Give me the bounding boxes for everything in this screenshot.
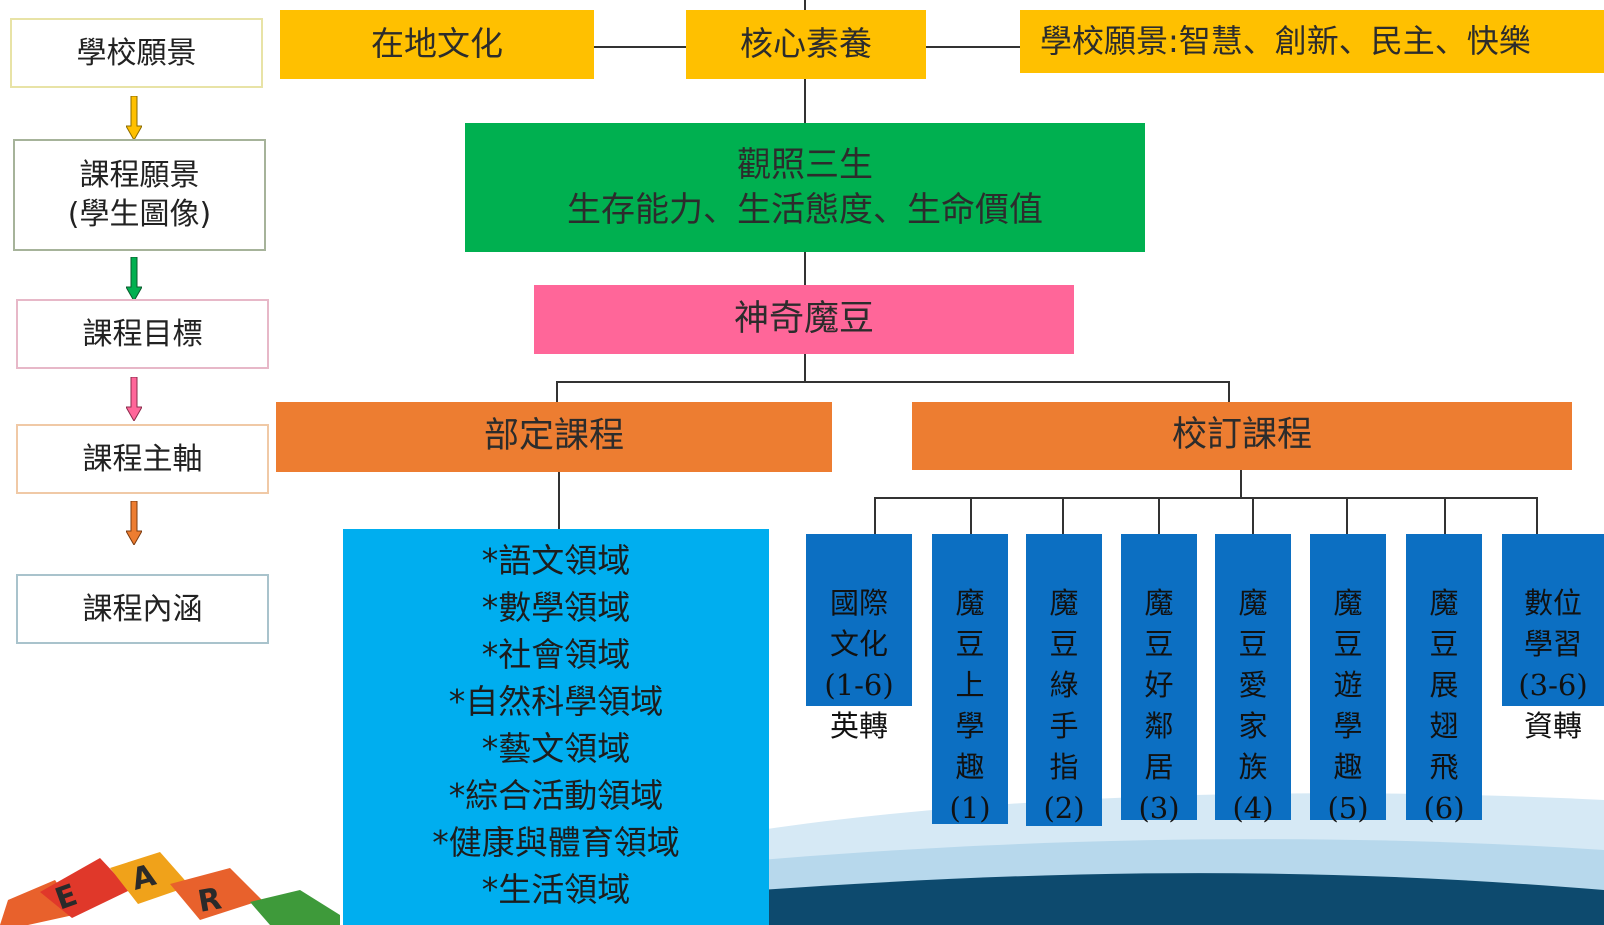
- connector-line: [874, 497, 1538, 499]
- course-label: 魔 豆 愛 家 族 (4): [1232, 586, 1274, 825]
- domain-item: *藝文領域: [481, 729, 631, 768]
- step-course-vision: 課程願景 (學生圖像): [13, 139, 266, 251]
- connector-line: [1062, 497, 1064, 534]
- connector-line: [1252, 497, 1254, 534]
- connector-line: [1536, 497, 1538, 534]
- course-label: 數位 學習 (3-6) 資轉: [1518, 586, 1588, 743]
- domain-item: *生活領域: [481, 870, 631, 909]
- connector-line: [1158, 497, 1160, 534]
- domain-item: *自然科學領域: [448, 682, 664, 721]
- three-lives-box: 觀照三生 生存能力、生活態度、生命價值: [465, 123, 1145, 252]
- core-competency-box: 核心素養: [686, 10, 926, 79]
- arrow-down-icon: [126, 501, 142, 545]
- connector-line: [594, 46, 686, 48]
- connector-line: [804, 252, 806, 285]
- domain-item: *數學領域: [481, 588, 631, 627]
- arrow-down-icon: [126, 377, 142, 421]
- course-label: 魔 豆 上 學 趣 (1): [949, 586, 991, 825]
- connector-line: [804, 0, 806, 12]
- connector-line: [558, 472, 560, 530]
- domain-item: *語文領域: [481, 541, 631, 580]
- learning-domains-box: *語文領域 *數學領域 *社會領域 *自然科學領域 *藝文領域 *綜合活動領域 …: [343, 529, 769, 925]
- step-school-vision: 學校願景: [10, 18, 263, 88]
- school-vision-label: 學校願景:智慧、創新、民主、快樂: [1040, 21, 1531, 60]
- step-label: 課程目標: [82, 316, 203, 352]
- connector-line: [874, 497, 876, 534]
- course-bean-good-neighbor: 魔 豆 好 鄰 居 (3): [1121, 534, 1197, 825]
- school-vision-box: 學校願景:智慧、創新、民主、快樂: [1020, 10, 1604, 73]
- connector-line: [804, 78, 806, 123]
- course-digital-learning: 數位 學習 (3-6) 資轉: [1502, 534, 1604, 743]
- course-bean-school-fun: 魔 豆 上 學 趣 (1): [932, 534, 1008, 825]
- step-label: 學校願景: [76, 35, 197, 71]
- three-lives-values: 生存能力、生活態度、生命價值: [567, 189, 1043, 230]
- core-competency-label: 核心素養: [740, 24, 872, 64]
- course-label: 魔 豆 遊 學 趣 (5): [1327, 586, 1369, 825]
- course-bean-green-thumb: 魔 豆 綠 手 指 (2): [1026, 534, 1102, 826]
- connector-line: [970, 497, 972, 534]
- connector-line: [556, 381, 558, 402]
- course-label: 魔 豆 好 鄰 居 (3): [1138, 586, 1180, 825]
- local-culture-box: 在地文化: [280, 10, 594, 79]
- school-courses-box: 校訂課程: [912, 402, 1572, 470]
- step-course-goals: 課程目標: [16, 299, 269, 369]
- three-lives-title: 觀照三生: [737, 144, 873, 185]
- wave-decoration: [760, 793, 1604, 925]
- domain-item: *健康與體育領域: [432, 823, 680, 862]
- magic-bean-box: 神奇魔豆: [534, 285, 1074, 354]
- required-courses-label: 部定課程: [483, 416, 624, 457]
- step-course-axis: 課程主軸: [16, 424, 269, 494]
- connector-line: [804, 354, 806, 382]
- connector-line: [1346, 497, 1348, 534]
- domain-item: *綜合活動領域: [448, 776, 664, 815]
- required-courses-box: 部定課程: [276, 402, 832, 472]
- step-label: 課程願景 (學生圖像): [67, 158, 212, 232]
- connector-line: [1228, 381, 1230, 402]
- connector-line: [926, 46, 1020, 48]
- course-bean-travel-learning: 魔 豆 遊 學 趣 (5): [1310, 534, 1386, 825]
- arrow-down-icon: [126, 257, 142, 301]
- step-label: 課程主軸: [82, 441, 203, 477]
- connector-line: [1444, 497, 1446, 534]
- school-courses-label: 校訂課程: [1171, 415, 1312, 456]
- course-label: 魔 豆 展 翅 飛 (6): [1423, 586, 1465, 825]
- puzzle-pieces-decoration: E A R: [0, 852, 340, 925]
- local-culture-label: 在地文化: [371, 24, 503, 64]
- step-course-content: 課程內涵: [16, 574, 269, 644]
- connector-line: [1240, 470, 1242, 498]
- course-bean-love-family: 魔 豆 愛 家 族 (4): [1215, 534, 1291, 825]
- arrow-down-icon: [126, 96, 142, 140]
- connector-line: [556, 381, 1230, 383]
- course-international-culture: 國際 文化 (1-6) 英轉: [806, 534, 912, 743]
- course-bean-spread-wings: 魔 豆 展 翅 飛 (6): [1406, 534, 1482, 825]
- magic-bean-label: 神奇魔豆: [733, 298, 874, 339]
- course-label: 魔 豆 綠 手 指 (2): [1043, 586, 1085, 825]
- course-label: 國際 文化 (1-6) 英轉: [824, 586, 894, 743]
- step-label: 課程內涵: [82, 591, 203, 627]
- domain-item: *社會領域: [481, 635, 631, 674]
